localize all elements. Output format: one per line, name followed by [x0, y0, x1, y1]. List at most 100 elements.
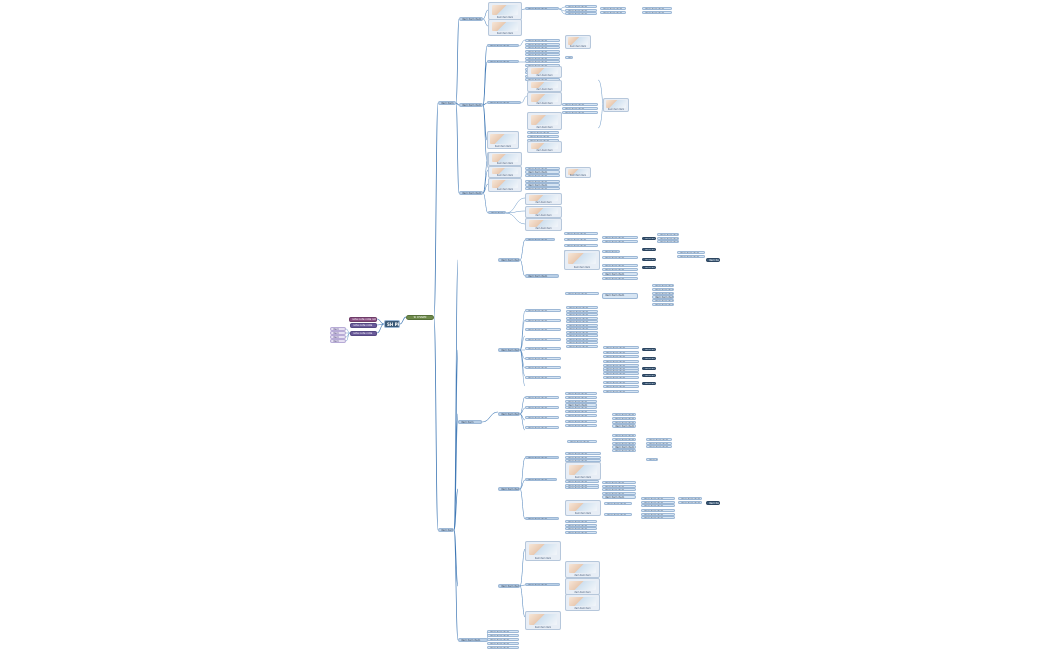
topic-node-37[interactable]: item item item — [525, 180, 560, 184]
topic-node-137[interactable]: item item item — [612, 441, 636, 445]
topic-node-101[interactable]: item item item — [603, 350, 639, 354]
topic-node-109[interactable]: item item item — [603, 380, 639, 384]
topic-node-72[interactable]: item item item — [706, 258, 720, 262]
topic-node-18[interactable]: item item item — [525, 49, 560, 53]
branch-bottom[interactable]: item item — [458, 420, 482, 424]
topic-node-57[interactable]: item item item — [602, 256, 638, 260]
topic-node-125[interactable]: item item item — [565, 406, 597, 410]
left-tag-1[interactable]: note note note note — [349, 317, 377, 322]
topic-node-178[interactable]: item item item — [487, 646, 519, 650]
topic-node-157[interactable]: item item item — [602, 495, 636, 499]
left-note-1[interactable]: item — [330, 327, 346, 331]
topic-node-142[interactable]: item item item — [646, 445, 672, 449]
topic-node-114[interactable]: item item item — [642, 367, 656, 371]
topic-node-80[interactable]: item item item — [525, 318, 561, 322]
topic-node-149[interactable]: item item item — [565, 459, 601, 463]
image-card[interactable]: item item item — [525, 611, 561, 630]
topic-node-133[interactable]: item item item — [565, 423, 597, 427]
topic-node-147[interactable]: item item item — [565, 452, 601, 456]
topic-node-51[interactable]: item item item — [564, 244, 598, 248]
topic-node-146[interactable]: item item item — [525, 517, 559, 521]
topic-node-86[interactable]: item item item — [525, 375, 561, 379]
topic-node-113[interactable]: item item item — [642, 357, 656, 361]
topic-node-10[interactable]: item item item — [642, 10, 672, 14]
topic-node-121[interactable]: item item item — [565, 392, 597, 396]
topic-node-88[interactable]: item item item — [566, 309, 598, 313]
topic-node-55[interactable]: item item item — [602, 240, 638, 244]
topic-node-59[interactable]: item item item — [602, 268, 638, 272]
topic-node-36[interactable]: item item item — [525, 173, 560, 177]
topic-node-42[interactable]: item item item — [498, 348, 520, 352]
topic-node-126[interactable]: item item item — [565, 409, 597, 413]
topic-node-82[interactable]: item item item — [525, 337, 561, 341]
topic-node-129[interactable]: item item item — [612, 416, 636, 420]
image-card[interactable]: item item item — [488, 2, 522, 20]
topic-node-123[interactable]: item item item — [565, 399, 597, 403]
image-card[interactable]: item item item — [565, 167, 591, 178]
topic-node-20[interactable]: item item item — [525, 56, 560, 60]
topic-node-11[interactable]: item item item — [487, 44, 519, 48]
topic-node-139[interactable]: item item item — [612, 449, 636, 453]
image-card[interactable]: item item item — [488, 166, 522, 178]
topic-node-107[interactable]: item item item — [603, 371, 639, 375]
image-card[interactable]: item item item — [527, 80, 562, 92]
topic-node-154[interactable]: item item item — [602, 484, 636, 488]
topic-node-174[interactable]: item item item — [487, 630, 519, 634]
topic-node-119[interactable]: item item item — [525, 416, 559, 420]
topic-node-7[interactable]: item item item — [600, 7, 626, 11]
topic-node-152[interactable]: item item item — [565, 486, 599, 490]
topic-node-111[interactable]: item item item — [603, 389, 639, 393]
topic-node-65[interactable]: item item item — [642, 258, 656, 262]
topic-node-81[interactable]: item item item — [525, 328, 561, 332]
topic-node-73[interactable]: item item item — [652, 284, 674, 288]
topic-node-41[interactable]: item item item — [498, 258, 520, 262]
topic-node-94[interactable]: item item item — [566, 330, 598, 334]
topic-node-1[interactable]: item item item — [459, 103, 483, 107]
image-card[interactable]: item item item — [565, 594, 600, 611]
topic-node-39[interactable]: item item item — [525, 186, 560, 190]
topic-node-31[interactable]: item item item — [562, 107, 598, 111]
topic-node-47[interactable]: item item item — [525, 238, 555, 242]
topic-node-87[interactable]: item item item — [566, 306, 598, 310]
topic-node-84[interactable]: item item item — [525, 356, 561, 360]
topic-node-75[interactable]: item item item — [652, 291, 674, 295]
topic-node-138[interactable]: item item item — [612, 445, 636, 449]
topic-node-136[interactable]: item item item — [612, 437, 636, 441]
topic-node-165[interactable]: item item item — [641, 500, 675, 504]
topic-node-145[interactable]: item item item — [525, 478, 557, 482]
topic-node-33[interactable]: item item item — [488, 211, 506, 215]
topic-node-56[interactable]: item item item — [602, 250, 620, 254]
topic-node-97[interactable]: item item item — [566, 337, 598, 341]
topic-node-156[interactable]: item item item — [602, 491, 636, 495]
topic-node-118[interactable]: item item item — [525, 406, 559, 410]
topic-node-160[interactable]: item item item — [565, 527, 597, 531]
image-card[interactable]: item item item — [525, 193, 562, 205]
topic-node-104[interactable]: item item item — [603, 364, 639, 368]
topic-node-176[interactable]: item item item — [487, 638, 519, 642]
topic-node-43[interactable]: item item item — [498, 412, 520, 416]
topic-node-4[interactable]: item item item — [565, 5, 597, 9]
topic-node-34[interactable]: item item item — [525, 167, 560, 171]
topic-node-58[interactable]: item item item — [602, 264, 638, 268]
topic-node-27[interactable]: item item item — [527, 131, 559, 135]
topic-node-171[interactable]: item item item — [678, 500, 702, 504]
topic-node-54[interactable]: item item item — [602, 236, 638, 240]
topic-node-8[interactable]: item item item — [600, 10, 626, 14]
topic-node-46[interactable]: item item item — [458, 638, 488, 642]
topic-node-17[interactable]: item item item — [525, 46, 560, 50]
topic-node-0[interactable]: item item item — [459, 17, 483, 21]
topic-node-32[interactable]: item item item — [562, 111, 598, 115]
topic-node-175[interactable]: item item item — [487, 634, 519, 638]
topic-node-15[interactable]: item item item — [525, 39, 560, 43]
image-card[interactable]: item item item — [488, 152, 522, 166]
topic-node-85[interactable]: item item item — [525, 366, 561, 370]
topic-node-162[interactable]: item item item — [604, 502, 632, 506]
root-topic[interactable]: SH PRA — [384, 320, 400, 328]
image-card[interactable]: item item item — [527, 66, 562, 78]
topic-node-44[interactable]: item item item — [498, 487, 520, 491]
left-note-4[interactable]: item — [330, 339, 346, 343]
topic-node-79[interactable]: item item item — [525, 309, 561, 313]
topic-node-16[interactable]: item item item — [525, 42, 560, 46]
topic-node-19[interactable]: item item item — [525, 53, 560, 57]
left-tag-2[interactable]: note note note — [350, 323, 377, 328]
